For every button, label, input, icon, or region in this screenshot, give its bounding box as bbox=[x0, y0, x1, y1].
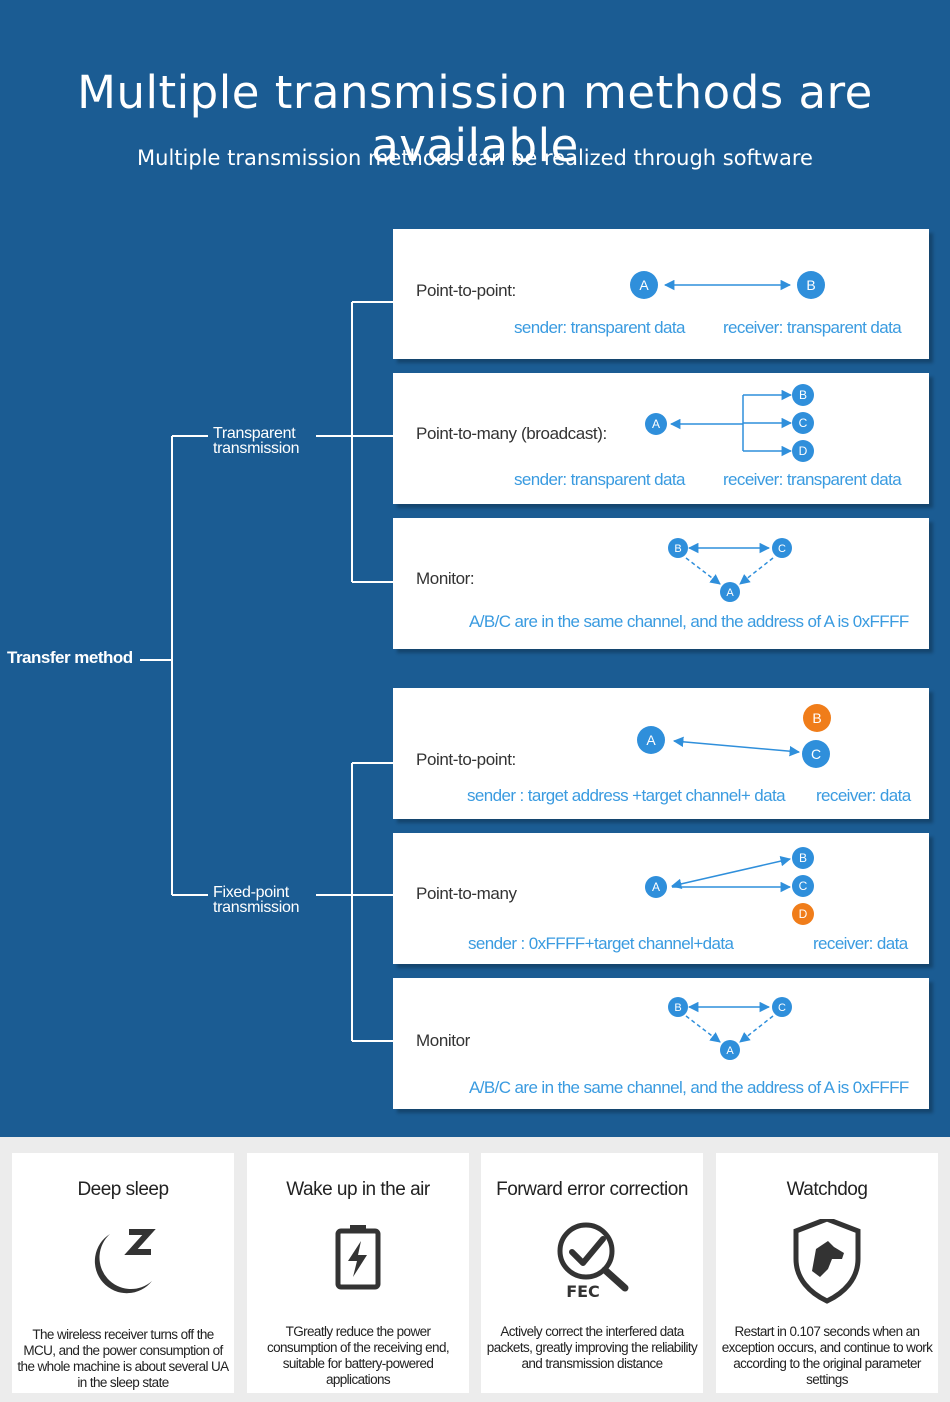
node-b-label: B bbox=[812, 710, 821, 726]
node-b-label: B bbox=[674, 1002, 681, 1014]
card-transparent-point-to-point: Point-to-point: A B sender: transparent … bbox=[393, 229, 929, 359]
node-c bbox=[792, 875, 814, 897]
node-a bbox=[720, 1040, 740, 1060]
node-c-label: C bbox=[778, 543, 786, 555]
node-b bbox=[803, 704, 831, 732]
shield-dog-icon bbox=[793, 1219, 861, 1304]
fec-magnifier-check-icon: FEC bbox=[557, 1222, 629, 1301]
fixed-p2m-diagram: A B C D bbox=[645, 847, 814, 925]
feature-title: Deep sleep bbox=[77, 1179, 169, 1200]
card-title: Point-to-point: bbox=[416, 281, 516, 300]
feature-title: Forward error correction bbox=[496, 1179, 688, 1200]
monitor-note: A/B/C are in the same channel, and the a… bbox=[469, 612, 909, 631]
node-c-label: C bbox=[811, 746, 821, 762]
page-title: Multiple transmission methods are availa… bbox=[77, 66, 873, 172]
node-d bbox=[792, 440, 814, 462]
node-a-label: A bbox=[726, 587, 734, 599]
node-a bbox=[630, 271, 658, 299]
feature-description: Actively correct the interfered data pac… bbox=[486, 1324, 698, 1371]
p2p-diagram: A B bbox=[630, 271, 825, 299]
node-a bbox=[645, 413, 667, 435]
card-title: Point-to-point: bbox=[416, 750, 516, 769]
node-c-label: C bbox=[799, 879, 808, 893]
receiver-text: receiver: data bbox=[813, 934, 908, 953]
sender-text: sender: transparent data bbox=[514, 470, 685, 489]
node-a-label: A bbox=[652, 417, 660, 431]
node-c bbox=[792, 412, 814, 434]
node-b bbox=[668, 997, 688, 1017]
fec-label: FEC bbox=[566, 1282, 600, 1301]
node-a-label: A bbox=[639, 277, 649, 293]
monitor-diagram: B C A bbox=[668, 997, 792, 1060]
moon-sleep-icon bbox=[94, 1229, 156, 1294]
node-b bbox=[792, 847, 814, 869]
card-title: Monitor bbox=[416, 1031, 470, 1050]
node-d bbox=[792, 903, 814, 925]
feature-title: Watchdog bbox=[786, 1179, 868, 1200]
node-b-label: B bbox=[674, 543, 681, 555]
broadcast-diagram: A B C D bbox=[645, 384, 814, 462]
card-transparent-broadcast: Point-to-many (broadcast): A B C D sende… bbox=[393, 373, 929, 504]
node-c bbox=[772, 997, 792, 1017]
card-title: Point-to-many bbox=[416, 884, 517, 903]
receiver-text: receiver: transparent data bbox=[723, 318, 902, 337]
node-b-label: B bbox=[806, 277, 815, 293]
node-c-label: C bbox=[799, 416, 808, 430]
node-d-label: D bbox=[799, 907, 808, 921]
monitor-note: A/B/C are in the same channel, and the a… bbox=[469, 1078, 909, 1097]
node-a-label: A bbox=[726, 1045, 734, 1057]
feature-description: The wireless receiver turns off the MCU,… bbox=[17, 1327, 229, 1390]
node-a bbox=[720, 582, 740, 602]
sender-text: sender : 0xFFFF+target channel+data bbox=[468, 934, 734, 953]
feature-description: Restart in 0.107 seconds when an excepti… bbox=[721, 1324, 933, 1387]
feature-watchdog: Watchdog Restart in 0.107 seconds when a… bbox=[716, 1153, 938, 1393]
feature-fec: Forward error correction FEC Actively co… bbox=[481, 1153, 703, 1393]
node-a bbox=[637, 726, 665, 754]
monitor-diagram: B C A bbox=[668, 538, 792, 602]
node-a-label: A bbox=[652, 880, 660, 894]
card-fixed-monitor: Monitor B C A A/B/C are in the same chan… bbox=[393, 978, 929, 1109]
feature-wake-up: Wake up in the air TGreatly reduce the p… bbox=[247, 1153, 469, 1393]
node-a-label: A bbox=[646, 732, 656, 748]
node-b-label: B bbox=[799, 851, 807, 865]
feature-title: Wake up in the air bbox=[286, 1179, 430, 1200]
node-c bbox=[772, 538, 792, 558]
receiver-text: receiver: transparent data bbox=[723, 470, 902, 489]
transfer-method-label: Transfer method bbox=[7, 648, 133, 667]
card-transparent-monitor: Monitor: B C A A/B/C are in the same cha… bbox=[393, 518, 929, 649]
card-fixed-point-to-point: Point-to-point: A B C sender : target ad… bbox=[393, 688, 929, 819]
battery-charge-icon bbox=[335, 1225, 381, 1290]
node-b bbox=[797, 271, 825, 299]
page-subtitle: Multiple transmission methods can be rea… bbox=[137, 146, 813, 170]
node-b bbox=[668, 538, 688, 558]
node-b-label: B bbox=[799, 388, 807, 402]
feature-description: TGreatly reduce the power consumption of… bbox=[266, 1324, 450, 1387]
feature-deep-sleep: Deep sleep The wireless receiver turns o… bbox=[12, 1153, 234, 1393]
node-d-label: D bbox=[799, 444, 808, 458]
fixed-p2p-diagram: A B C bbox=[637, 704, 831, 768]
card-fixed-point-to-many: Point-to-many A B C D sender : 0xFFFF+ta… bbox=[393, 833, 929, 964]
card-title: Point-to-many (broadcast): bbox=[416, 424, 607, 443]
card-title: Monitor: bbox=[416, 569, 475, 588]
node-c-label: C bbox=[778, 1002, 786, 1014]
node-b bbox=[792, 384, 814, 406]
receiver-text: receiver: data bbox=[816, 786, 911, 805]
sender-text: sender : target address +target channel+… bbox=[467, 786, 786, 805]
sender-text: sender: transparent data bbox=[514, 318, 685, 337]
node-c bbox=[802, 740, 830, 768]
node-a bbox=[645, 876, 667, 898]
